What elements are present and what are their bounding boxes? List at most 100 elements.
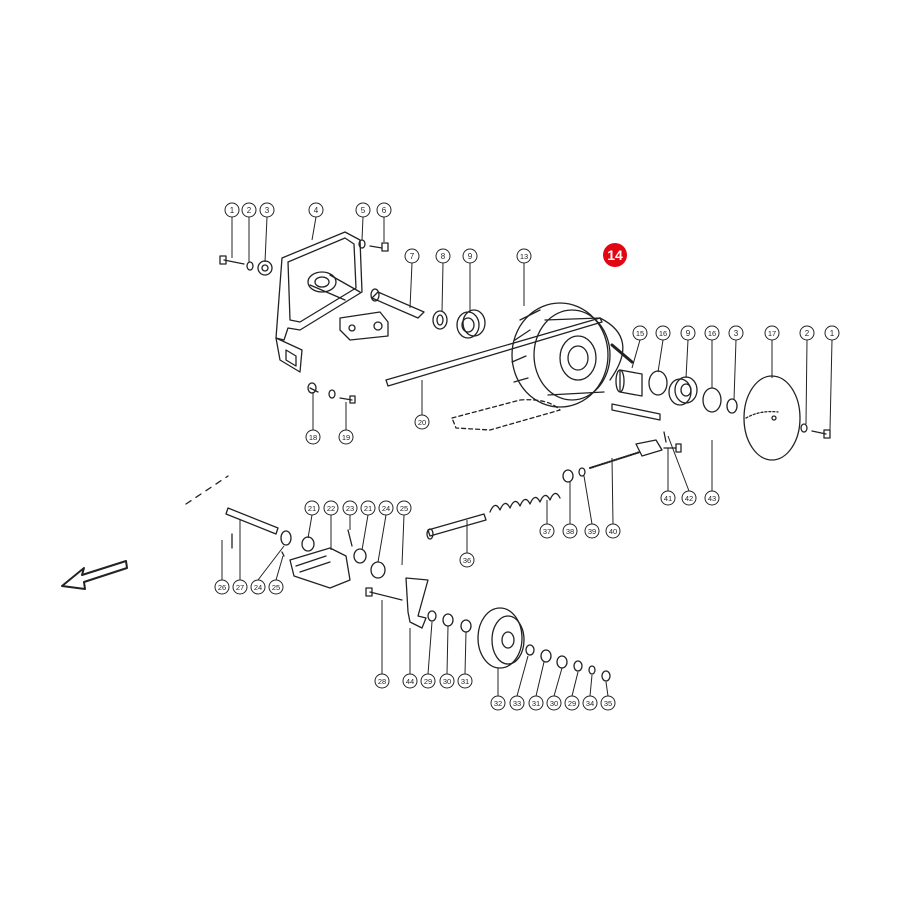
pin-41 <box>663 443 682 453</box>
callout-label: 34 <box>586 699 594 708</box>
callout-circle <box>562 523 578 539</box>
callout-30: 30 <box>439 673 455 689</box>
callout-25: 25 <box>268 579 284 595</box>
washer-29-a <box>427 610 437 622</box>
callout-circle <box>259 202 275 218</box>
bearing-9-left <box>456 309 486 339</box>
callout-32: 32 <box>490 695 506 711</box>
washer-33 <box>525 644 535 656</box>
callout-15: 15 <box>632 325 648 341</box>
callout-1: 1 <box>224 202 240 218</box>
idler-pulley-32 <box>477 607 525 669</box>
callout-23: 23 <box>342 500 358 516</box>
highlight-callout-circle <box>603 243 627 267</box>
callout-circle <box>728 325 744 341</box>
circlip-16-b <box>702 387 722 413</box>
callout-circle <box>546 695 562 711</box>
callout-label: 15 <box>636 329 644 338</box>
callout-label: 21 <box>364 504 372 513</box>
callout-circle <box>582 695 598 711</box>
callout-circle <box>439 673 455 689</box>
callout-circle <box>539 523 555 539</box>
callout-label: 1 <box>830 329 835 338</box>
callout-label: 24 <box>254 583 262 592</box>
callout-leader-25 <box>275 555 284 581</box>
callout-label: 13 <box>520 252 528 261</box>
callout-leader-3 <box>733 339 737 401</box>
callout-1: 1 <box>824 325 840 341</box>
bearing-9-right <box>668 376 698 406</box>
highlight-callout-14: 14 <box>603 243 627 267</box>
callout-leader-35 <box>605 681 609 697</box>
callout-label: 20 <box>418 418 426 427</box>
callout-44: 44 <box>402 673 418 689</box>
pin-7 <box>370 288 425 319</box>
callout-label: 8 <box>441 252 446 261</box>
callout-leader-29 <box>427 621 433 675</box>
bracket-plate <box>275 231 363 373</box>
callout-40: 40 <box>605 523 621 539</box>
callout-circle <box>224 202 240 218</box>
callout-label: 27 <box>236 583 244 592</box>
callout-leader-3 <box>264 216 268 263</box>
nut-39 <box>578 467 586 477</box>
highlight-callout-label: 14 <box>607 247 623 263</box>
callout-30: 30 <box>546 695 562 711</box>
lever-arm-44 <box>405 577 429 629</box>
callout-label: 35 <box>604 699 612 708</box>
callout-circle <box>462 248 478 264</box>
callout-leader-40 <box>611 457 614 525</box>
bolt-left <box>219 255 273 276</box>
nut-35 <box>601 670 611 682</box>
callout-label: 36 <box>463 556 471 565</box>
callout-circle <box>704 325 720 341</box>
callout-label: 37 <box>543 527 551 536</box>
callout-circle <box>378 500 394 516</box>
pulley-13 <box>511 302 611 408</box>
callout-circle <box>459 552 475 568</box>
callout-label: 25 <box>272 583 280 592</box>
callout-31: 31 <box>457 673 473 689</box>
lever-assembly <box>289 529 386 589</box>
callout-leader-24 <box>257 545 285 581</box>
callout-leader-29 <box>571 671 579 697</box>
callout-7: 7 <box>404 248 420 264</box>
callout-label: 1 <box>230 206 235 215</box>
callout-leader-8 <box>441 262 444 313</box>
shaft-43 <box>611 403 661 421</box>
washer-31-b <box>540 649 552 663</box>
washer-38 <box>562 469 574 483</box>
callout-21: 21 <box>360 500 376 516</box>
callout-leader-1 <box>829 339 833 431</box>
callout-label: 32 <box>494 699 502 708</box>
callout-circle <box>376 202 392 218</box>
callout-circle <box>305 429 321 445</box>
callout-circle <box>355 202 371 218</box>
callout-16: 16 <box>704 325 720 341</box>
callout-circle <box>704 490 720 506</box>
washer-30-a <box>442 613 454 627</box>
callout-circle <box>564 695 580 711</box>
callout-circle <box>764 325 780 341</box>
callout-17: 17 <box>764 325 780 341</box>
callout-leader-7 <box>409 262 413 309</box>
pin-42 <box>663 431 667 443</box>
callout-label: 29 <box>568 699 576 708</box>
callout-2: 2 <box>799 325 815 341</box>
callout-circle <box>457 673 473 689</box>
washer-24-left <box>280 530 292 546</box>
callout-label: 29 <box>424 677 432 686</box>
callout-circle <box>435 248 451 264</box>
callout-circle <box>250 579 266 595</box>
washer-31-a <box>460 619 472 633</box>
callout-18: 18 <box>305 429 321 445</box>
callout-37: 37 <box>539 523 555 539</box>
callout-leader-31 <box>464 631 467 675</box>
callout-label: 38 <box>566 527 574 536</box>
callout-circle <box>420 673 436 689</box>
callout-31: 31 <box>528 695 544 711</box>
callout-35: 35 <box>600 695 616 711</box>
callout-circle <box>632 325 648 341</box>
callout-leader-15 <box>631 339 641 369</box>
